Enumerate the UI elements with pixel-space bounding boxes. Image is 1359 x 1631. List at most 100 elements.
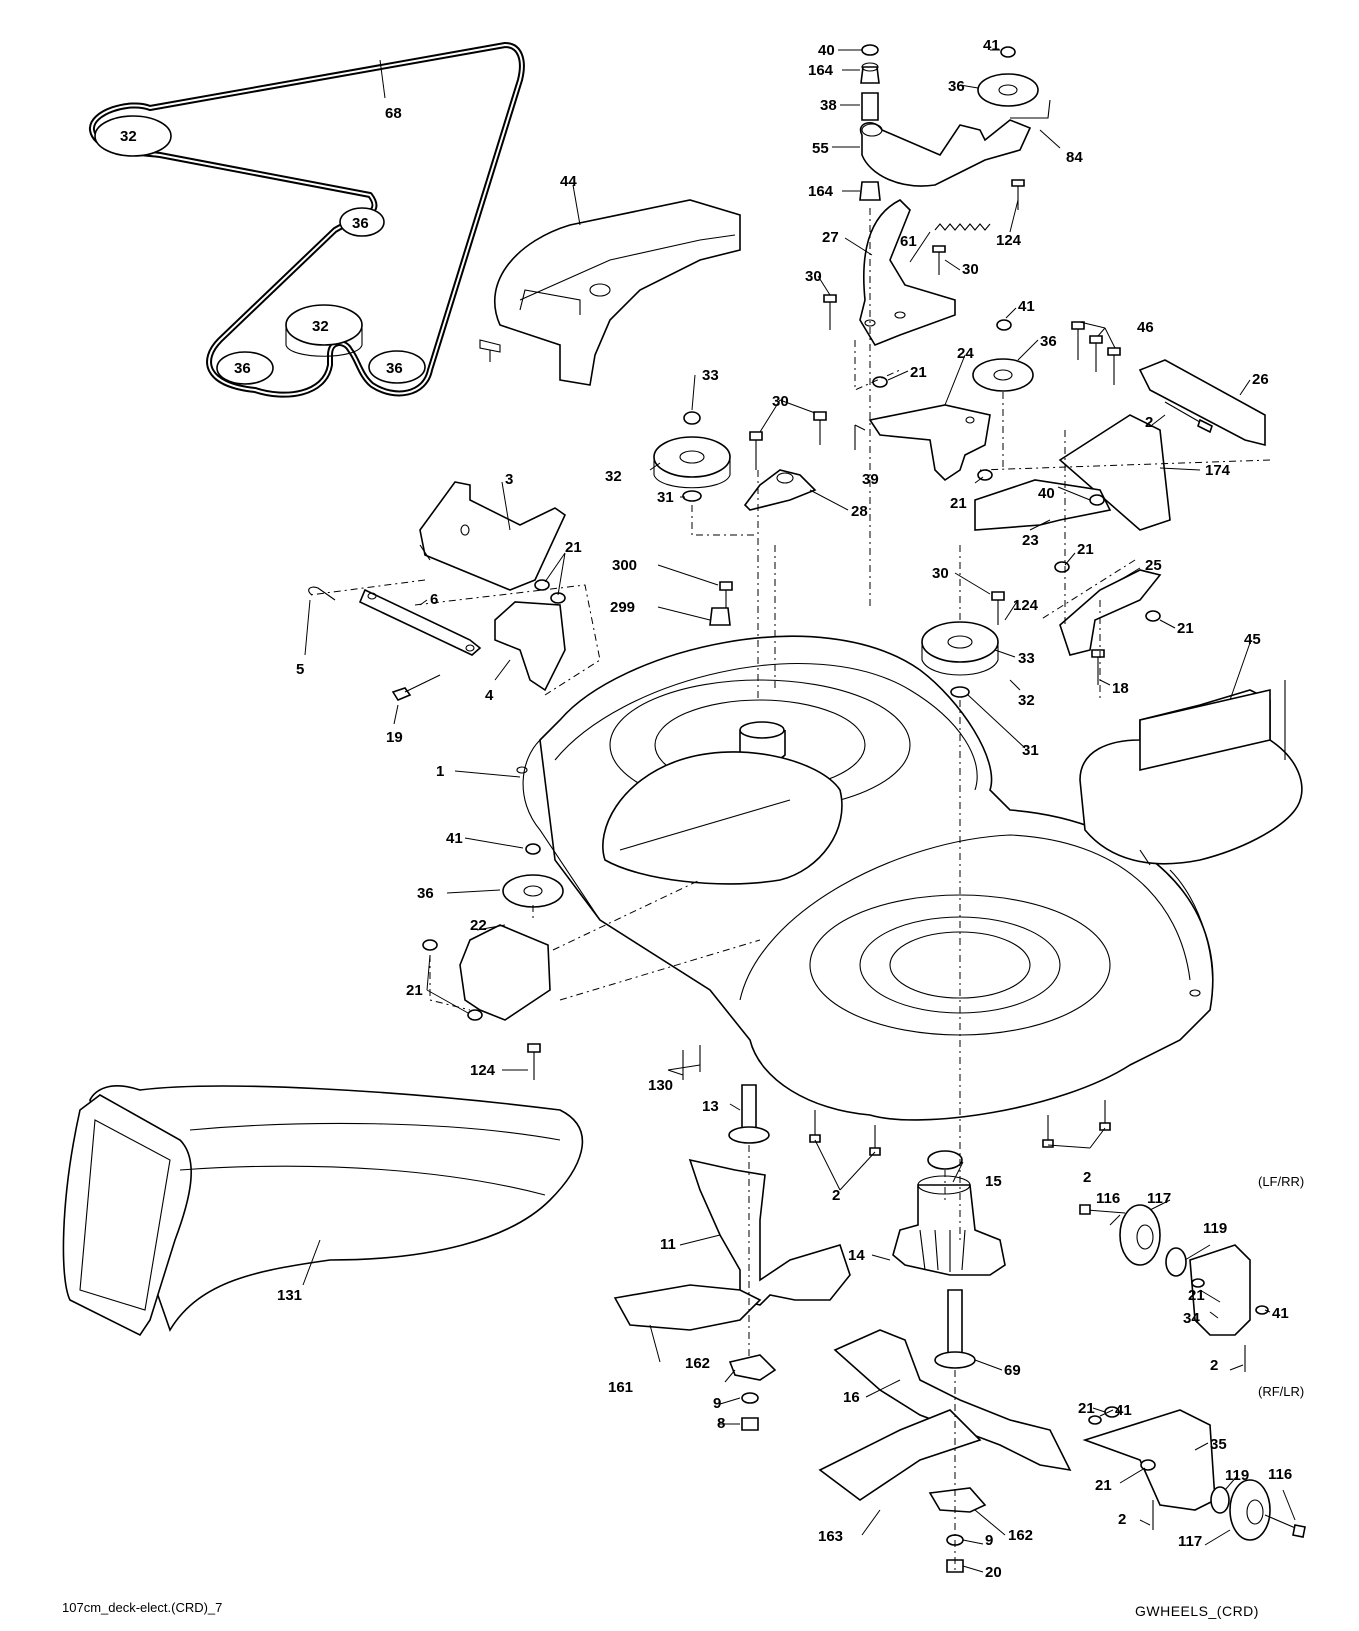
callout-part-24: 24 (957, 345, 974, 362)
callout-part-23: 23 (1022, 532, 1039, 549)
callout-part-117: 117 (1178, 1533, 1202, 1550)
callout-part-41: 41 (446, 830, 463, 847)
callout-part-18: 18 (1112, 680, 1129, 697)
gauge-wheel-lf-rr (1079, 1204, 1269, 1372)
callout-part-39: 39 (862, 471, 879, 488)
deck-mounting-bolts (809, 1100, 1111, 1156)
callout-part-299: 299 (610, 599, 635, 616)
pulley-32-belt-a (94, 115, 172, 157)
callout-part-30: 30 (932, 565, 949, 582)
callout-part-9: 9 (713, 1395, 721, 1412)
callout-part-5: 5 (296, 661, 304, 678)
lift-bracket-left (308, 481, 567, 701)
callout-part-30: 30 (772, 393, 789, 410)
idler-bracket-lower-left (422, 843, 701, 1080)
callout-labels: 1 2 2 2 2 2 3 4 5 6 8 9 9 11 13 14 15 16… (277, 37, 1304, 1581)
belt-pulley-label: 32 (312, 318, 329, 335)
callout-part-4: 4 (485, 687, 494, 704)
callout-part-13: 13 (702, 1098, 719, 1115)
callout-part-6: 6 (430, 591, 438, 608)
callout-part-33: 33 (702, 367, 719, 384)
callout-part-163: 163 (818, 1528, 843, 1545)
callout-part-119: 119 (1225, 1467, 1249, 1484)
callout-part-40: 40 (1038, 485, 1055, 502)
callout-part-41: 41 (1018, 298, 1035, 315)
callout-part-131: 131 (277, 1287, 302, 1304)
callout-part-130: 130 (648, 1077, 673, 1094)
callout-part-8: 8 (717, 1415, 725, 1432)
discharge-chute (62, 1085, 584, 1337)
callout-part-119: 119 (1203, 1220, 1227, 1237)
callout-part-32: 32 (605, 468, 622, 485)
idler-brackets-right (868, 319, 1266, 698)
pulley-assembly-left (653, 411, 856, 626)
drawing-reference-code: 107cm_deck-elect.(CRD)_7 (62, 1600, 223, 1615)
drawing-reference-wheels: GWHEELS_(CRD) (1135, 1603, 1259, 1619)
pulley-36-belt-a (339, 207, 385, 237)
callout-part-36: 36 (417, 885, 434, 902)
callout-part-2: 2 (832, 1187, 840, 1204)
callout-part-19: 19 (386, 729, 403, 746)
belt-pulley-label: 32 (120, 128, 137, 145)
callout-part-21: 21 (910, 364, 927, 381)
callout-part-55: 55 (812, 140, 829, 157)
callout-part-22: 22 (470, 917, 487, 934)
callout-part-162: 162 (1008, 1527, 1033, 1544)
callout-part-44: 44 (560, 173, 577, 190)
callout-part-14: 14 (848, 1247, 865, 1264)
leader-lines (302, 49, 1296, 1573)
callout-part-31: 31 (657, 489, 674, 506)
callout-part-41: 41 (1115, 1402, 1132, 1419)
callout-part-61: 61 (900, 233, 917, 250)
belt-shield-left (479, 199, 741, 386)
callout-part-1: 1 (436, 763, 444, 780)
callout-part-164: 164 (808, 183, 834, 200)
callout-part-300: 300 (612, 557, 637, 574)
note-lf-rr: (LF/RR) (1258, 1174, 1304, 1189)
belt-pulley-label: 36 (352, 215, 369, 232)
note-rf-lr: (RF/LR) (1258, 1384, 1304, 1399)
callout-part-41: 41 (1272, 1305, 1289, 1322)
blade-assembly-left (613, 1084, 851, 1431)
callout-part-38: 38 (820, 97, 837, 114)
callout-part-2: 2 (1118, 1511, 1126, 1528)
callout-part-34: 34 (1183, 1310, 1200, 1327)
callout-part-68: 68 (385, 105, 402, 122)
callout-part-30: 30 (962, 261, 979, 278)
pulley-36-belt-c (368, 350, 426, 384)
belt-pulley-label: 36 (234, 360, 251, 377)
callout-part-21: 21 (1177, 620, 1194, 637)
blade-assembly-right (818, 1150, 1072, 1573)
callout-part-84: 84 (1066, 149, 1083, 166)
callout-part-41: 41 (983, 37, 1000, 54)
callout-part-162: 162 (685, 1355, 710, 1372)
callout-part-28: 28 (851, 503, 868, 520)
callout-part-21: 21 (565, 539, 582, 556)
callout-part-174: 174 (1205, 462, 1231, 479)
callout-part-36: 36 (948, 78, 965, 95)
callout-part-33: 33 (1018, 650, 1035, 667)
callout-part-124: 124 (1013, 597, 1039, 614)
belt-shield-right (1079, 680, 1303, 866)
callout-part-25: 25 (1145, 557, 1162, 574)
gauge-wheel-rf-lr (1082, 1406, 1306, 1541)
callout-part-21: 21 (950, 495, 967, 512)
callout-part-27: 27 (822, 229, 839, 246)
callout-part-15: 15 (985, 1173, 1002, 1190)
callout-part-161: 161 (608, 1379, 633, 1396)
callout-part-11: 11 (660, 1236, 676, 1253)
callout-part-30: 30 (805, 268, 822, 285)
idler-arm-assembly (823, 44, 1051, 346)
callout-part-116: 116 (1268, 1466, 1292, 1483)
callout-part-21: 21 (1078, 1400, 1095, 1417)
callout-part-46: 46 (1137, 319, 1154, 336)
callout-part-20: 20 (985, 1564, 1002, 1581)
callout-part-45: 45 (1244, 631, 1261, 648)
callout-part-40: 40 (818, 42, 835, 59)
callout-part-26: 26 (1252, 371, 1269, 388)
belt-pulley-label: 36 (386, 360, 403, 377)
callout-part-21: 21 (406, 982, 423, 999)
callout-part-31: 31 (1022, 742, 1039, 759)
callout-part-35: 35 (1210, 1436, 1227, 1453)
